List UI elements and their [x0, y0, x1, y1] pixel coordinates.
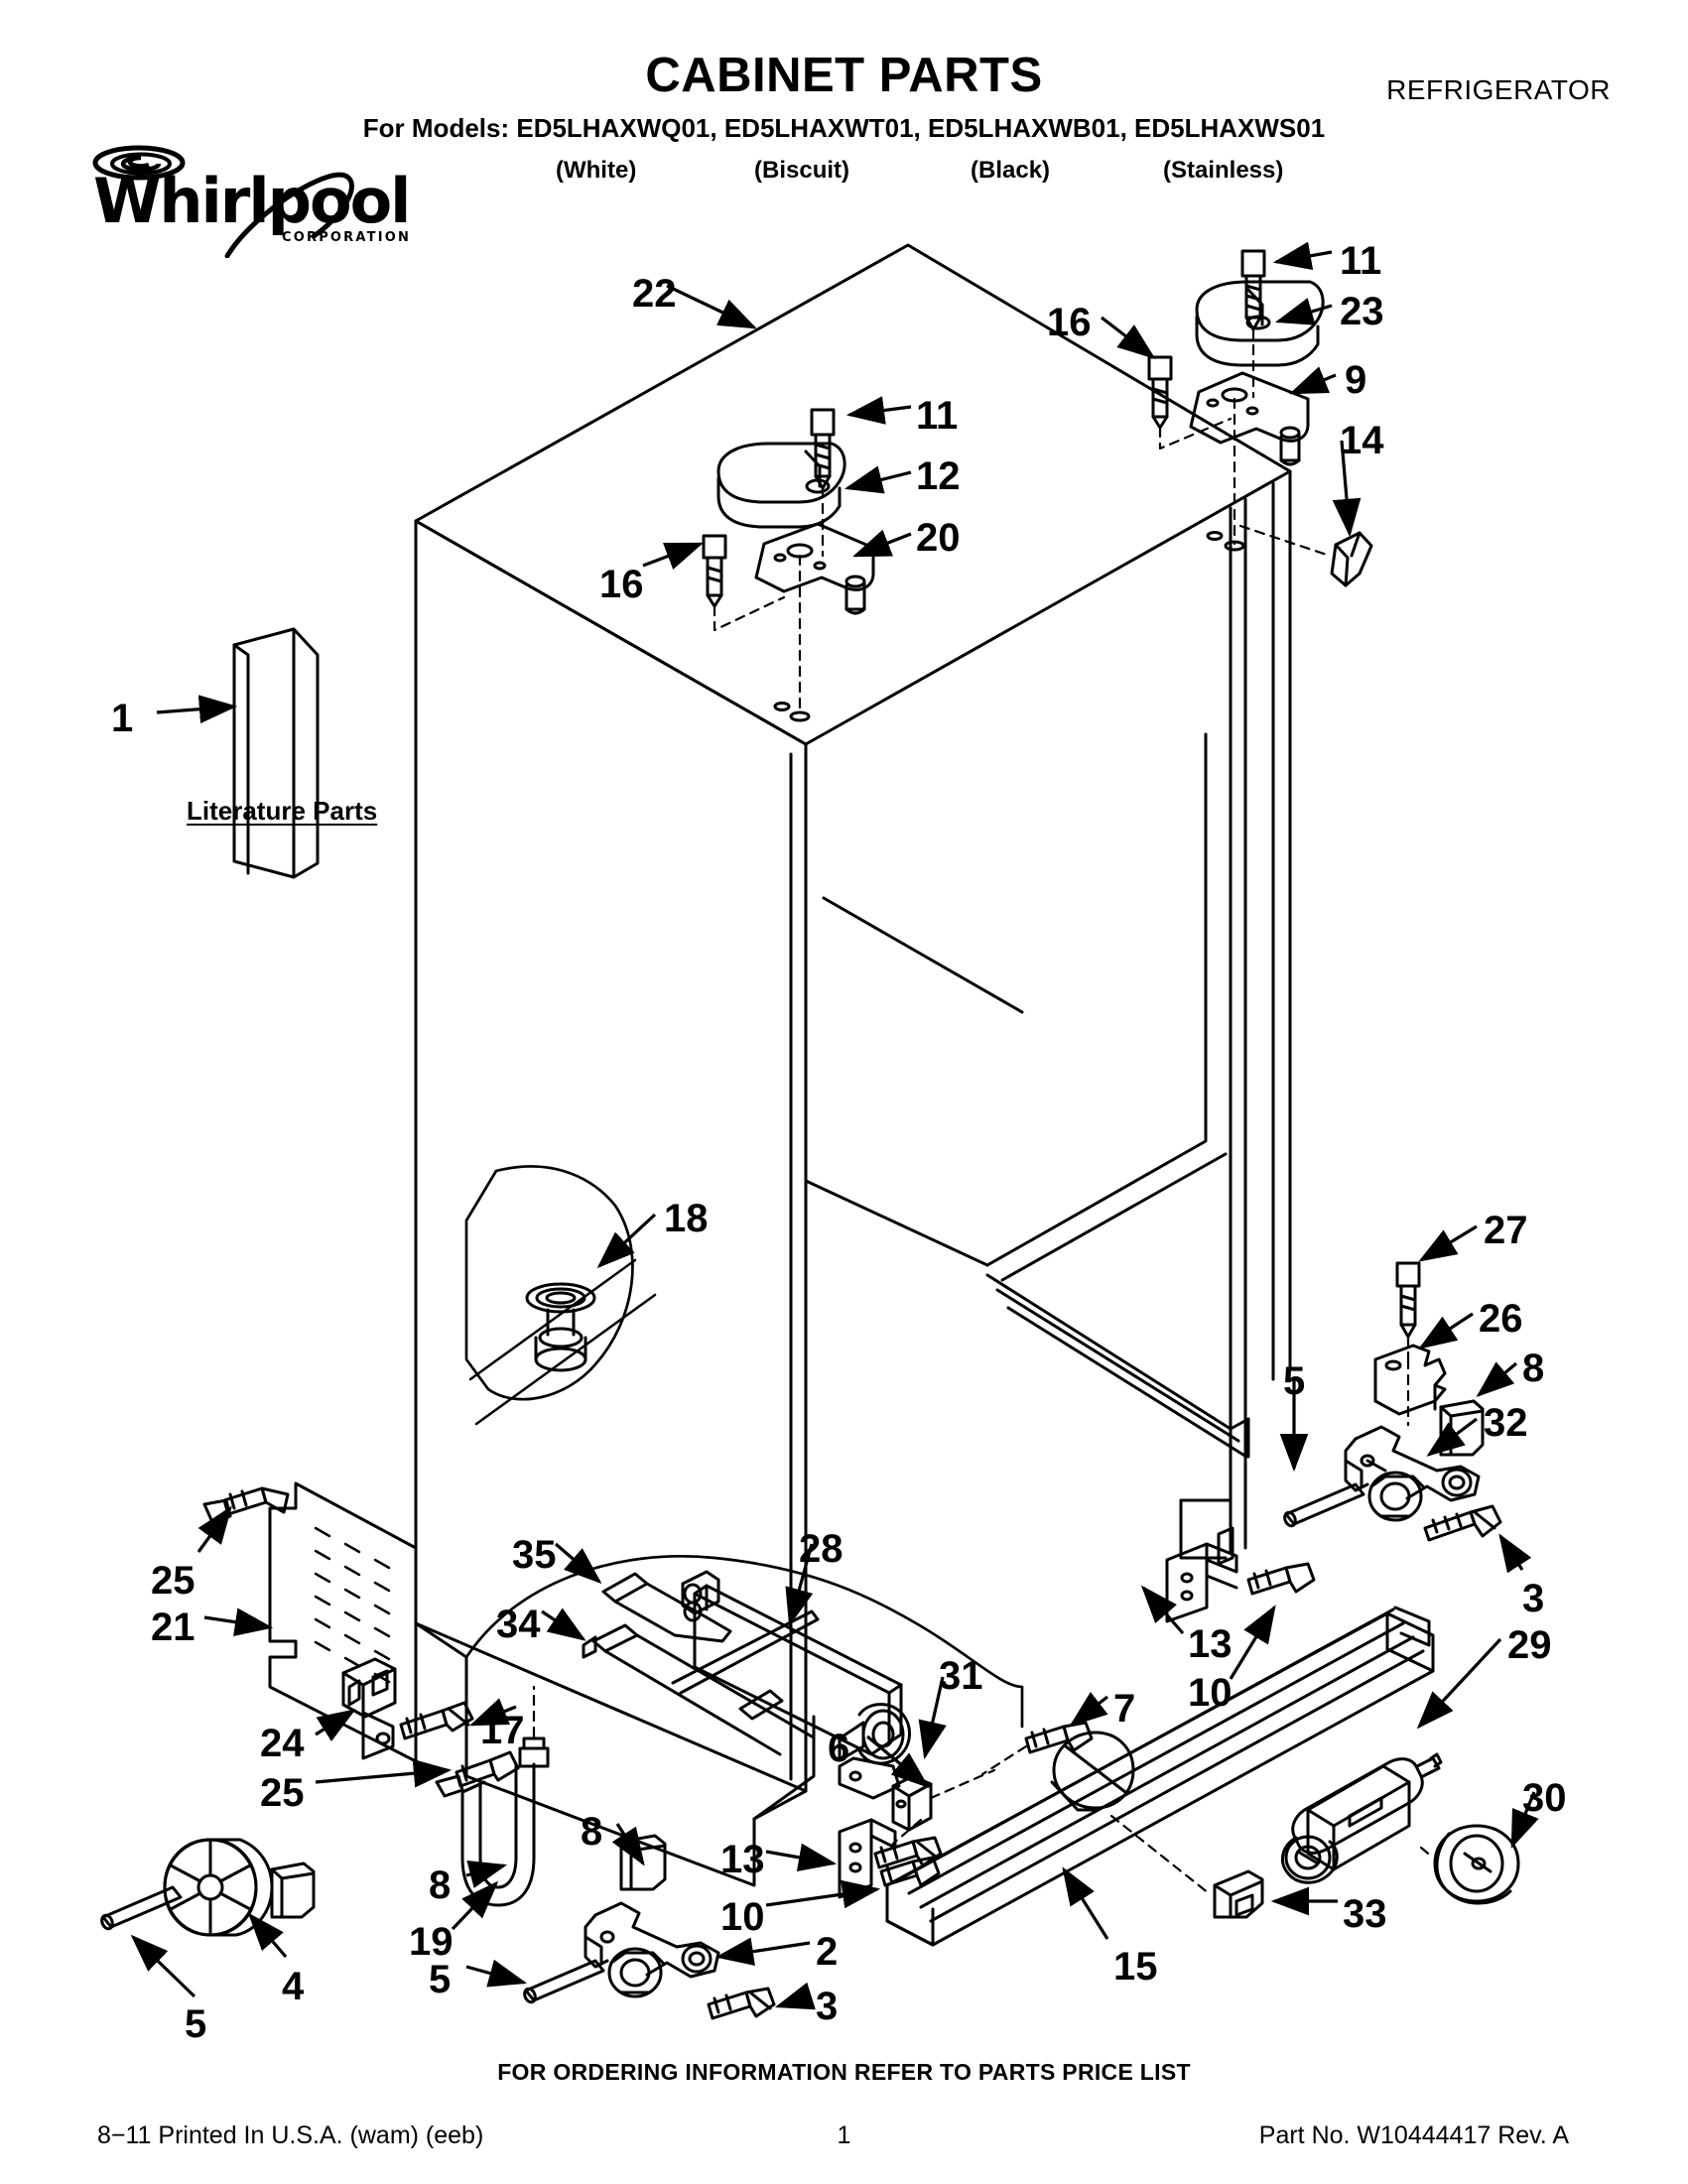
- callout-number-7: 7: [1113, 1687, 1136, 1731]
- callout-number-3: 3: [1522, 1577, 1545, 1620]
- part-number: Part No. W10444417 Rev. A: [1258, 2121, 1569, 2149]
- callout-number-25: 25: [260, 1771, 305, 1815]
- part-5-axle-right: [1283, 1484, 1363, 1527]
- part-29-water-filter: [1282, 1754, 1441, 1882]
- callout-number-18: 18: [664, 1197, 709, 1240]
- callout-number-31: 31: [939, 1654, 983, 1698]
- callout-number-11: 11: [916, 394, 959, 438]
- part-2-roller-assembly: [585, 1903, 718, 1996]
- part-35-tube: [603, 1574, 730, 1641]
- callout-number-19: 19: [409, 1920, 454, 1964]
- page-number: 1: [837, 2121, 851, 2149]
- color-variant-biscuit: (Biscuit): [754, 157, 849, 184]
- callout-number-35: 35: [512, 1533, 557, 1577]
- part-30-filter-cap: [1435, 1826, 1518, 1903]
- part-5-axle-left: [100, 1887, 181, 1930]
- callout-number-26: 26: [1479, 1297, 1523, 1341]
- callout-number-34: 34: [496, 1603, 541, 1646]
- part-3-screw-right: [1425, 1506, 1500, 1540]
- literature-parts-label: Literature Parts: [187, 796, 378, 826]
- callout-number-22: 22: [632, 272, 677, 316]
- callout-number-33: 33: [1343, 1892, 1387, 1936]
- part-6-screw: [875, 1838, 941, 1867]
- logo-corporation-text: CORPORATION: [282, 230, 412, 245]
- callout-number-4: 4: [282, 1965, 305, 2008]
- callout-number-11: 11: [1340, 239, 1382, 283]
- part-24-bracket: [343, 1659, 395, 1758]
- callout-number-14: 14: [1340, 419, 1384, 462]
- part-23-hinge-cover: [1197, 282, 1323, 365]
- callout-number-20: 20: [916, 516, 961, 560]
- callout-number-10: 10: [720, 1895, 765, 1939]
- callout-number-12: 12: [916, 454, 961, 498]
- part-3-screw-center: [709, 1989, 774, 2018]
- models-line: For Models: ED5LHAXWQ01, ED5LHAXWT01, ED…: [362, 113, 1326, 143]
- callout-number-13: 13: [1188, 1622, 1233, 1666]
- color-variant-white: (White): [556, 157, 637, 184]
- part-12-hinge-cover: [718, 444, 844, 527]
- callout-number-30: 30: [1522, 1776, 1567, 1820]
- callout-number-8: 8: [1522, 1347, 1545, 1390]
- whirlpool-logo: Whirlpool CORPORATION: [87, 139, 411, 258]
- callout-number-32: 32: [1484, 1401, 1528, 1445]
- page-title: CABINET PARTS: [645, 49, 1043, 102]
- category-label: REFRIGERATOR: [1386, 74, 1611, 105]
- part-26-bracket: [1375, 1346, 1445, 1414]
- color-variant-black: (Black): [971, 157, 1051, 184]
- logo-wordmark: Whirlpool: [93, 165, 411, 237]
- callout-number-8: 8: [429, 1863, 452, 1907]
- callout-number-16: 16: [1047, 301, 1092, 344]
- part-1-literature-packet: [234, 629, 318, 877]
- callout-number-8: 8: [581, 1810, 603, 1854]
- callout-number-6: 6: [828, 1727, 850, 1770]
- ordering-note: FOR ORDERING INFORMATION REFER TO PARTS …: [497, 2059, 1191, 2085]
- callout-number-27: 27: [1484, 1209, 1528, 1252]
- callout-number-21: 21: [151, 1606, 195, 1649]
- callout-number-5: 5: [429, 1958, 452, 2001]
- callout-number-29: 29: [1507, 1623, 1552, 1667]
- part-16-screw-a: [704, 536, 725, 606]
- callout-number-23: 23: [1340, 290, 1384, 333]
- part-20-hinge-plate: [756, 524, 873, 613]
- callout-number-15: 15: [1113, 1945, 1158, 1989]
- callout-number-5: 5: [185, 2002, 207, 2046]
- callout-number-28: 28: [799, 1527, 844, 1571]
- callout-number-25: 25: [151, 1559, 195, 1603]
- part-15-base-grille: [887, 1607, 1433, 1945]
- print-info: 8−11 Printed In U.S.A. (wam) (eeb): [97, 2121, 484, 2149]
- color-variant-stainless: (Stainless): [1163, 157, 1284, 184]
- callout-number-5: 5: [1283, 1359, 1306, 1403]
- part-9-hinge-plate: [1191, 373, 1308, 464]
- callout-number-24: 24: [260, 1722, 305, 1765]
- part-32-roller-assembly: [1346, 1427, 1479, 1520]
- part-10-screw-left: [881, 1858, 939, 1885]
- part-17-screw: [401, 1703, 472, 1738]
- callout-number-1: 1: [111, 697, 134, 740]
- callout-number-13: 13: [720, 1838, 765, 1881]
- callout-number-9: 9: [1345, 358, 1367, 402]
- part-4-wheel: [165, 1840, 272, 1935]
- part-34-tube: [584, 1611, 818, 1754]
- part-10-screw-right: [1248, 1564, 1314, 1594]
- callout-number-10: 10: [1188, 1671, 1233, 1715]
- part-33-clip: [1215, 1871, 1262, 1917]
- whirlpool-swirl-icon: [92, 145, 354, 258]
- callout-number-16: 16: [599, 563, 644, 606]
- cabinet-cutaway-outline: [466, 1556, 1022, 1727]
- callout-number-2: 2: [816, 1930, 839, 1974]
- callout-number-17: 17: [480, 1709, 525, 1752]
- part-5-axle-center: [523, 1961, 603, 2003]
- part-18-roller: [466, 1166, 632, 1399]
- callout-number-3: 3: [816, 1985, 839, 2028]
